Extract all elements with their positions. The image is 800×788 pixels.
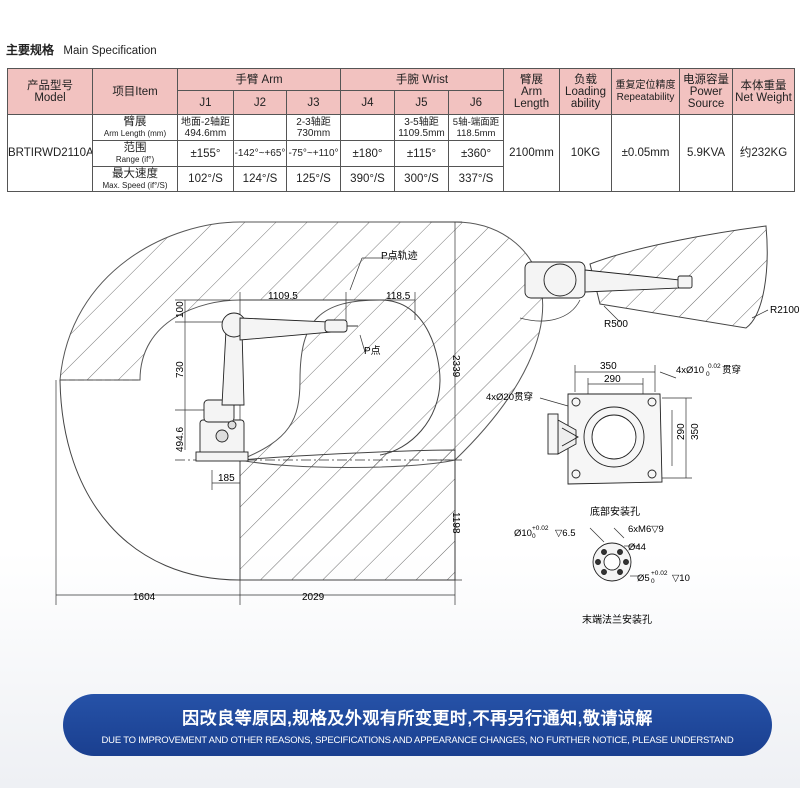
dim-350a: 350 [600, 361, 617, 372]
header-j4: J4 [340, 90, 395, 115]
model-cell: BRTIRWD2110A [7, 114, 93, 192]
header-wrist: 手腕 Wrist [339, 68, 505, 91]
speed-j5: 300°/S [394, 166, 449, 192]
load-value: 10KG [559, 114, 613, 192]
header-j3: J3 [286, 90, 341, 115]
speed-j2: 124°/S [233, 166, 287, 192]
len-j4 [340, 114, 395, 141]
weight-value: 约232KG [732, 114, 796, 192]
robot-top-view [519, 225, 769, 329]
label-pin10: Ø10 [514, 528, 532, 539]
repeatability-value: ±0.05mm [611, 114, 681, 192]
label-d44: Ø44 [628, 542, 646, 553]
label-flange-holes: 末端法兰安装孔 [582, 613, 652, 626]
header-j2: J2 [233, 90, 287, 115]
section-title: 主要规格 Main Specification [6, 41, 157, 58]
range-j6: ±360° [447, 140, 505, 167]
range-j5: ±115° [394, 140, 449, 167]
header-j5: J5 [394, 90, 449, 115]
range-j1: ±155° [177, 140, 234, 167]
dim-494: 494.6 [175, 427, 186, 452]
dim-350b: 350 [690, 423, 701, 440]
len-j2 [233, 114, 287, 141]
label-r2100: R2100 [770, 305, 800, 316]
section-title-cn: 主要规格 [6, 43, 55, 57]
notice-en: DUE TO IMPROVEMENT AND OTHER REASONS, SP… [101, 735, 734, 746]
label-p-point: P点 [364, 345, 381, 357]
dim-118: 118.5 [386, 291, 411, 302]
range-j3: -75°~+110° [286, 140, 341, 167]
header-item: 项目Item [92, 68, 178, 115]
flange-view [589, 527, 640, 582]
header-j1: J1 [177, 90, 234, 115]
dim-185: 185 [218, 473, 235, 484]
dim-1198: 1198 [450, 512, 461, 534]
reach-value: 2100mm [503, 114, 561, 192]
label-m6: 6xM6▽9 [628, 524, 664, 535]
speed-j4: 390°/S [340, 166, 395, 192]
speed-j3: 125°/S [286, 166, 341, 192]
label-through: 贯穿 [722, 364, 741, 376]
header-arm: 手臂 Arm [177, 68, 341, 91]
label-pin5-depth: ▽10 [672, 573, 690, 584]
header-j6: J6 [447, 90, 505, 115]
dim-2029: 2029 [302, 592, 325, 603]
speed-j1: 102°/S [177, 166, 234, 192]
power-value: 5.9KVA [679, 114, 734, 192]
speed-j6: 337°/S [447, 166, 505, 192]
tol-4x10: 0.02 [708, 363, 721, 370]
tol-pin5: +0.02 [651, 570, 668, 577]
tol-pin10: +0.02 [532, 525, 549, 532]
label-base-holes: 底部安装孔 [590, 505, 640, 518]
label-pin10-depth: ▽6.5 [555, 528, 576, 539]
label-p-track: P点轨迹 [381, 249, 418, 262]
dim-1604: 1604 [133, 592, 156, 603]
dimension-lines [55, 221, 462, 605]
range-j2: -142°~+65° [233, 140, 287, 167]
work-envelope [59, 221, 544, 581]
dim-290b: 290 [676, 423, 687, 440]
technical-drawing: P点轨迹 P点 1109.5 118.5 100 730 494.6 2339 … [55, 221, 800, 626]
robot-side-view [195, 312, 358, 462]
base-mounting-view [539, 365, 692, 485]
range-j4: ±180° [340, 140, 395, 167]
label-r500: R500 [604, 319, 628, 330]
dim-730: 730 [175, 361, 186, 378]
label-pin5: Ø5 [637, 573, 650, 584]
tol-4x10-lo: 0 [706, 371, 710, 378]
dim-2339: 2339 [450, 355, 461, 378]
dim-290a: 290 [604, 374, 621, 385]
dim-100: 100 [175, 301, 186, 318]
notice-banner: 因改良等原因,规格及外观有所变更时,不再另行通知,敬请谅解 DUE TO IMP… [63, 694, 772, 756]
notice-cn: 因改良等原因,规格及外观有所变更时,不再另行通知,敬请谅解 [182, 709, 653, 728]
tol-pin10-lo: 0 [532, 533, 536, 540]
dim-1109: 1109.5 [268, 291, 298, 302]
label-4x20: 4xØ20贯穿 [486, 391, 533, 403]
section-title-en: Main Specification [63, 45, 157, 57]
tol-pin5-lo: 0 [651, 578, 655, 585]
label-4x10: 4xØ10 [676, 365, 704, 376]
